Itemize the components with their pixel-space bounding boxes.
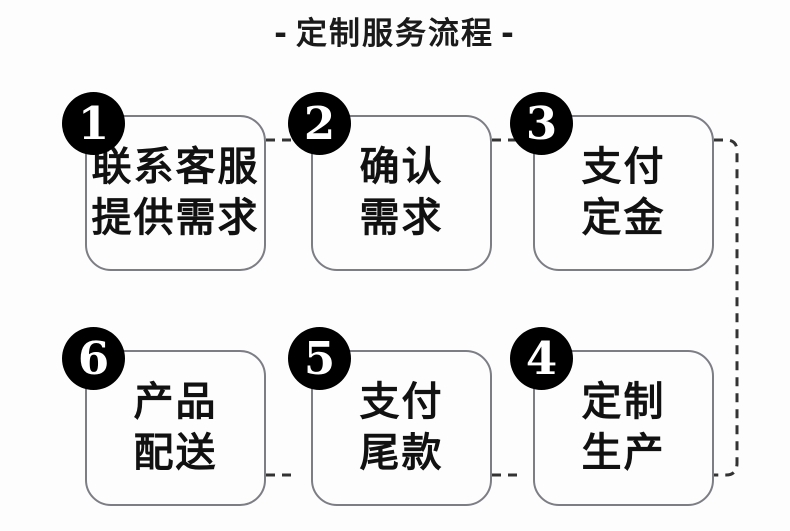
step-3-text: 支付 定金: [582, 142, 666, 244]
step-6-text: 产品 配送: [134, 377, 218, 479]
step-4-number-badge: 4: [510, 327, 573, 390]
connector-3-to-4: [714, 138, 739, 477]
step-4-text: 定制 生产: [582, 377, 666, 479]
step-1-number-badge: 1: [62, 92, 125, 155]
step-2-line-1: 确认: [359, 143, 444, 190]
step-1-line-2: 提供需求: [91, 195, 260, 241]
title-dash-left: -: [274, 16, 289, 52]
title-text: 定制服务流程: [296, 16, 494, 52]
step-5-line-2: 尾款: [359, 430, 444, 476]
step-2-text: 确认 需求: [360, 142, 444, 244]
step-4-line-1: 定制: [581, 378, 666, 425]
step-2-number-badge: 2: [288, 92, 351, 155]
step-1[interactable]: 联系客服 提供需求 1: [62, 92, 266, 271]
step-5-text: 支付 尾款: [360, 377, 444, 479]
title-dash-right: -: [501, 16, 516, 52]
step-1-text: 联系客服 提供需求: [92, 142, 260, 244]
step-5-line-1: 支付: [359, 378, 444, 425]
step-2-line-2: 需求: [359, 195, 444, 241]
step-3-number-badge: 3: [510, 92, 573, 155]
step-4-line-2: 生产: [581, 430, 666, 476]
step-6[interactable]: 产品 配送 6: [62, 327, 266, 506]
step-2[interactable]: 确认 需求 2: [288, 92, 492, 271]
step-6-number-badge: 6: [62, 327, 125, 390]
step-3[interactable]: 支付 定金 3: [510, 92, 714, 271]
step-5-number-badge: 5: [288, 327, 351, 390]
step-4[interactable]: 定制 生产 4: [510, 327, 714, 506]
page-title: -定制服务流程-: [0, 14, 790, 54]
step-6-line-1: 产品: [133, 378, 218, 425]
step-1-line-1: 联系客服: [91, 143, 260, 190]
step-5[interactable]: 支付 尾款 5: [288, 327, 492, 506]
step-6-line-2: 配送: [133, 430, 218, 476]
step-4-box[interactable]: 定制 生产: [533, 350, 714, 506]
step-3-line-1: 支付: [581, 143, 666, 190]
step-3-line-2: 定金: [581, 195, 666, 241]
step-1-box[interactable]: 联系客服 提供需求: [85, 115, 266, 271]
